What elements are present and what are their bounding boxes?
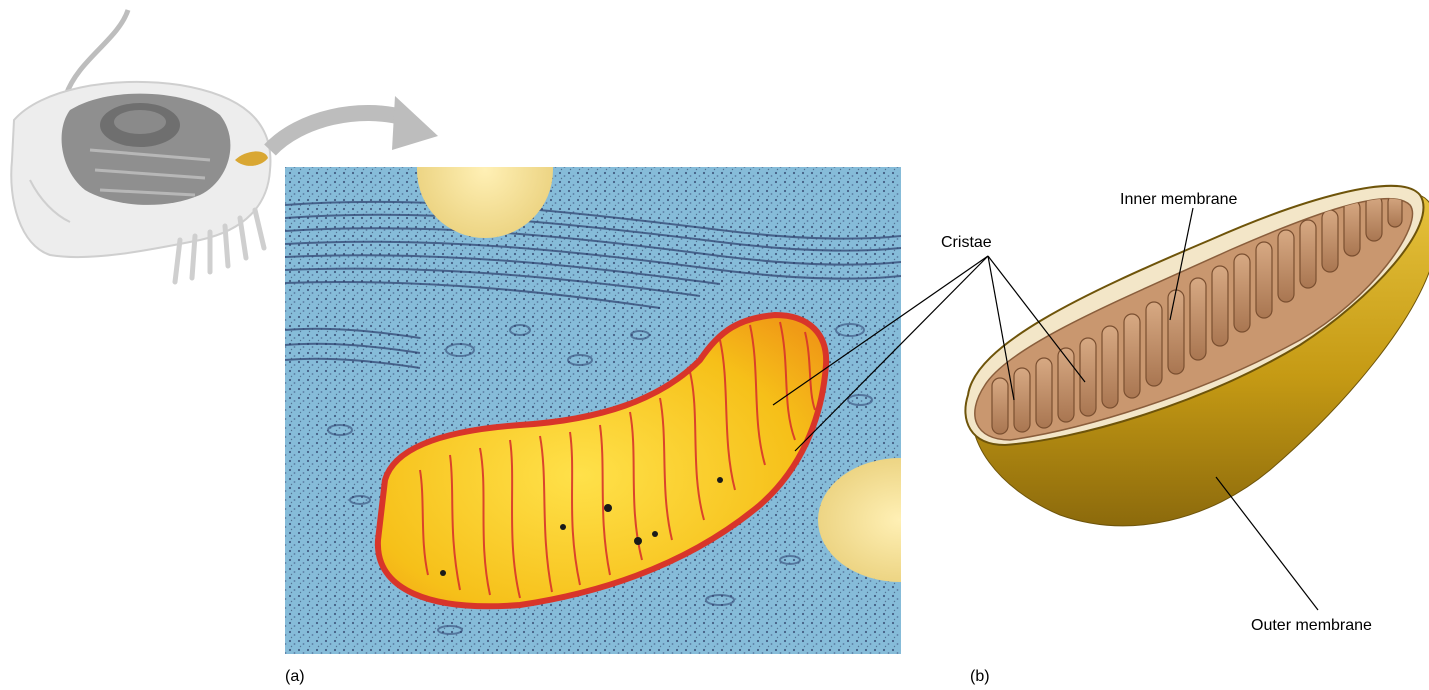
panel-label-b: (b) (970, 668, 990, 686)
outer-membrane-leader (1216, 477, 1318, 610)
curved-arrow-icon (270, 96, 438, 150)
micrograph-image (285, 102, 982, 654)
inner-membrane-label: Inner membrane (1120, 191, 1237, 208)
cristae-label: Cristae (941, 234, 992, 251)
outer-membrane-label: Outer membrane (1251, 617, 1372, 634)
panel-label-a: (a) (285, 668, 305, 686)
cell-illustration (11, 10, 270, 282)
mitochondrion-drawing (965, 186, 1429, 526)
